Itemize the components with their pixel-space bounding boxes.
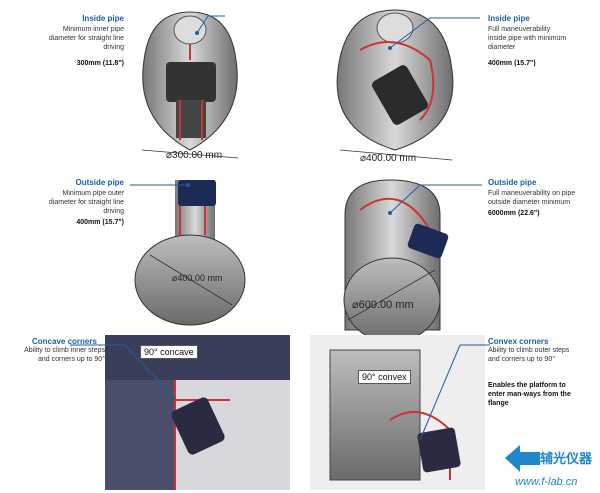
- panel-1-title: Inside pipe: [82, 14, 124, 23]
- logo-brand: 辅光仪器: [540, 452, 593, 467]
- panel-3-spec: 400mm (15.7"): [76, 219, 124, 226]
- logo-url: www.f-lab.cn: [515, 476, 578, 488]
- robot-icon: [372, 65, 428, 125]
- panel-4-spec: 6000mm (22.6"): [488, 210, 540, 217]
- robot-icon: [171, 397, 225, 455]
- flab-logo-icon: [505, 445, 540, 472]
- robot-icon: [166, 62, 216, 102]
- panel-3-title: Outside pipe: [75, 178, 124, 187]
- panel-3-dimension: ⌀400.00 mm: [172, 273, 223, 283]
- panel-1-spec: 300mm (11.8"): [76, 60, 124, 67]
- concave-label: 90° concave: [140, 345, 198, 359]
- panel-5-title: Concave corners: [32, 337, 97, 346]
- convex-corner: [310, 335, 490, 490]
- pipe-outside-400: [130, 180, 246, 326]
- robot-icon: [178, 180, 216, 206]
- panel-4-title: Outside pipe: [488, 178, 537, 187]
- robot-icon: [417, 427, 461, 473]
- pipe-outside-600: [343, 179, 482, 343]
- panel-2-title: Inside pipe: [488, 14, 530, 23]
- pipe-inside-300: [141, 11, 239, 159]
- robot-icon: [407, 223, 449, 259]
- panel-4-dimension: ⌀600.00 mm: [352, 299, 414, 311]
- panel-6-title: Convex corners: [488, 337, 549, 346]
- panel-2-spec: 400mm (15.7"): [488, 60, 536, 67]
- concave-corner: [70, 335, 290, 490]
- pipe-inside-400: [336, 9, 480, 161]
- panel-1-dimension: ⌀300.00 mm: [166, 150, 223, 161]
- convex-label: 90° convex: [358, 370, 411, 384]
- panel-2-dimension: ⌀400.00 mm: [360, 153, 417, 164]
